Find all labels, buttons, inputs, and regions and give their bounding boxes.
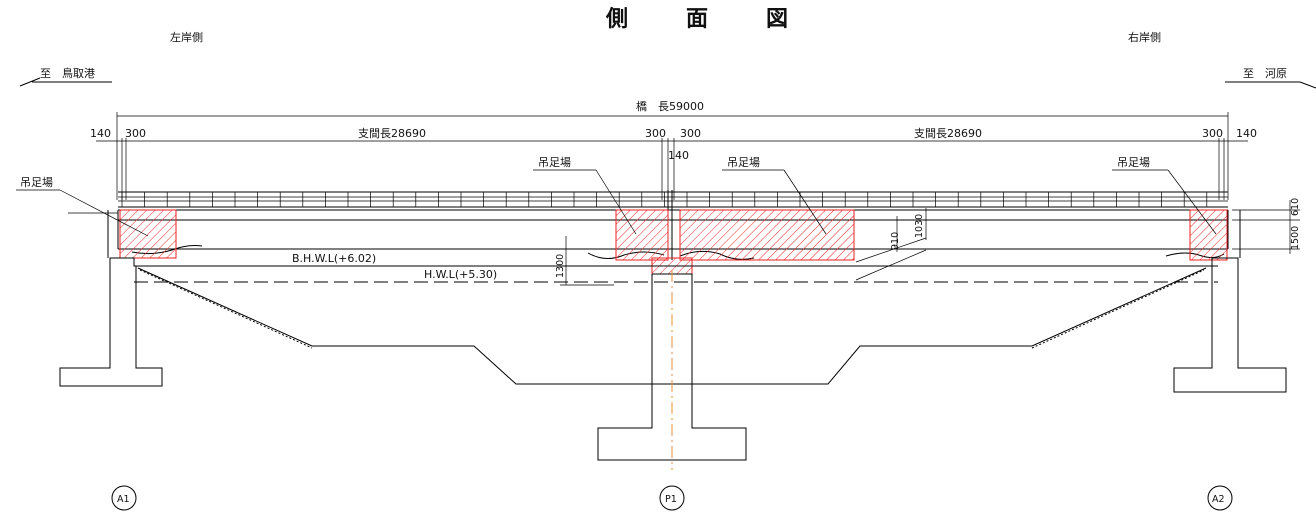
direction-right: 至 河原 [1225, 67, 1316, 89]
scaffold-p1-right [679, 209, 855, 261]
scaffolds [119, 209, 1228, 275]
to-left-label: 至 鳥取港 [40, 66, 95, 80]
scaffold-label-4: 吊足場 [1117, 156, 1150, 169]
span-length-1: 支間長28690 [358, 127, 426, 140]
dim-610: 610 [1290, 198, 1301, 216]
scaffold-label-3: 吊足場 [727, 156, 760, 169]
right-bank-label: 右岸側 [1128, 30, 1161, 44]
dim-140-right: 140 [1236, 127, 1257, 140]
to-right-label: 至 河原 [1243, 67, 1287, 80]
dim-300-b: 300 [645, 127, 666, 140]
dim-300-a: 300 [125, 127, 146, 140]
water-levels: B.H.W.L(+6.02) H.W.L(+5.30) [134, 252, 1218, 283]
dim-1030: 1030 [914, 214, 925, 238]
marker-a1 [111, 485, 137, 511]
marker-a1-label: A1 [117, 494, 130, 505]
dim-140-mid: 140 [668, 149, 689, 162]
support-markers: A1 P1 A2 [111, 485, 1233, 511]
marker-a2-label: A2 [1212, 494, 1225, 505]
direction-left: 至 鳥取港 [19, 66, 112, 87]
marker-a2 [1207, 485, 1233, 511]
span-dimensions: 140 300 支間長28690 300 300 140 支間長28690 30… [90, 127, 1257, 200]
bhwl-label: B.H.W.L(+6.02) [292, 252, 376, 265]
scaffold-label-2: 吊足場 [538, 156, 571, 169]
bridge-length-dimension: 橋 長59000 [116, 99, 1229, 200]
drawing-title: 側 面 図 [605, 7, 806, 32]
dim-910: 910 [890, 232, 901, 250]
abutment-a1 [59, 210, 163, 387]
dim-1500: 1500 [1290, 226, 1301, 250]
pier-p1 [597, 270, 747, 470]
scaffold-labels: 吊足場 吊足場 吊足場 吊足場 [16, 156, 1217, 237]
left-bank-label: 左岸側 [170, 31, 203, 44]
scaffold-a1 [119, 209, 177, 259]
scaffold-label-1: 吊足場 [20, 176, 53, 189]
dim-140-left: 140 [90, 127, 111, 140]
span-length-2: 支間長28690 [914, 127, 982, 140]
marker-p1-label: P1 [665, 494, 677, 505]
abutment-a2 [1173, 210, 1287, 393]
dim-300-c: 300 [680, 127, 701, 140]
hwl-label: H.W.L(+5.30) [424, 268, 497, 281]
dim-300-d: 300 [1202, 127, 1223, 140]
scaffold-p1-left [615, 209, 669, 261]
marker-p1 [659, 485, 685, 511]
right-vertical-dims: 610 1500 [1232, 198, 1301, 254]
scaffold-a2 [1189, 209, 1228, 261]
bridge-length-text: 橋 長59000 [636, 99, 704, 113]
railing [118, 191, 1228, 208]
